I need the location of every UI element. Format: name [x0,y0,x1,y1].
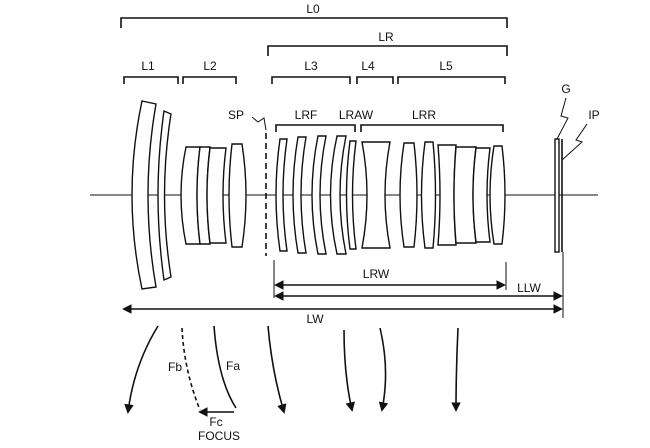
trajectory-L4b [378,327,389,412]
lens-group-L5 [399,141,506,249]
lens-group-L4 [345,140,391,250]
filter-G [554,138,560,253]
g-leader [556,97,569,140]
bracket-L2 [182,76,237,84]
label-LLW: LLW [517,281,541,295]
ip-leader [561,123,588,161]
label-L5: L5 [439,59,453,73]
label-LRR: LRR [412,108,436,122]
bracket-LRF [275,124,356,132]
bracket-L4 [356,76,394,84]
label-IP: IP [588,108,599,122]
label-L0: L0 [306,2,320,16]
label-LRF: LRF [295,108,318,122]
label-LR: LR [378,30,394,44]
bracket-L5 [397,76,506,84]
bracket-L0 [120,17,508,28]
lens-group-L1 [131,100,172,290]
sp-leader [251,116,267,131]
label-LRW: LRW [363,267,390,281]
label-L3: L3 [304,59,318,73]
trajectory-L2-fa [213,325,237,409]
label-LW: LW [306,312,324,326]
trajectory-L4a [343,329,355,412]
label-Fc: Fc [209,415,222,429]
bracket-LRR [360,124,504,132]
label-SP: SP [228,108,244,122]
bracket-L1 [123,76,179,84]
trajectory-L3 [267,325,287,414]
trajectory-L2-fb [181,327,201,411]
trajectory-L5 [451,327,461,412]
label-Fb: Fb [168,360,182,374]
label-FOCUS: FOCUS [198,429,240,443]
label-Fa: Fa [226,359,240,373]
lens-group-L3 [275,135,347,255]
label-L4: L4 [361,59,375,73]
trajectory-L1 [124,325,159,414]
label-L1: L1 [141,59,155,73]
bracket-L3 [271,76,351,84]
label-G: G [561,82,570,96]
label-L2: L2 [203,59,217,73]
bracket-LR [267,45,508,56]
label-LRAW: LRAW [339,108,374,122]
lens-group-L2 [180,143,247,248]
